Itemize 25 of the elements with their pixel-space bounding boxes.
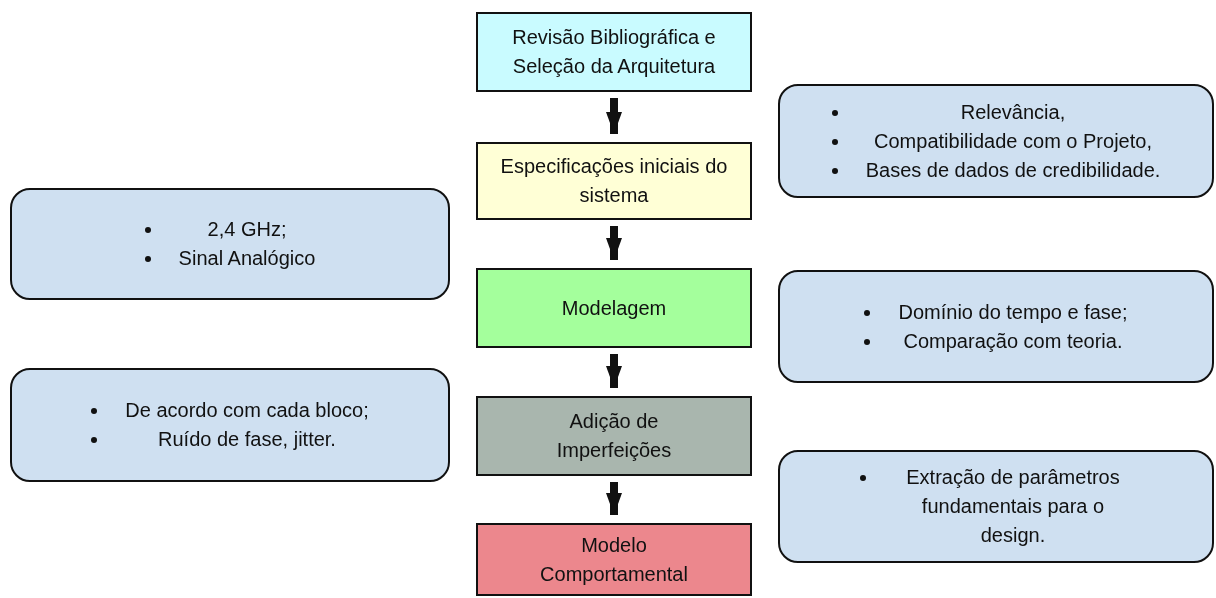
process-box: [476, 396, 752, 476]
step-label: Modelagem: [561, 295, 667, 321]
bullet-text: Domínio do tempo e fase;: [898, 300, 1128, 323]
note-box: [778, 84, 1214, 198]
note-box: [10, 188, 450, 300]
note-box: [10, 368, 450, 482]
step-label: Especificações iniciais do sistema: [500, 154, 728, 208]
bullet-text: 2,4 GHz;: [207, 218, 287, 240]
step-label: Revisão Bibliográfica e Seleção da Arquitetura: [511, 25, 717, 79]
bullet-text: Bases de dados de credibilidade.: [865, 158, 1161, 181]
step-label: Modelo Comportamental: [539, 532, 689, 587]
note-box: [778, 270, 1214, 383]
bullet-text: Relevância,: [960, 100, 1066, 123]
bullet-text: Sinal Analógico: [178, 247, 316, 269]
bullet-text: De acordo com cada bloco;: [125, 399, 369, 421]
note-box: [778, 450, 1214, 563]
bullet-text: Extração de parâmetros fundamentais para o design.: [906, 466, 1120, 546]
process-box: [476, 12, 752, 92]
process-box: [476, 142, 752, 220]
step-label: Adição de Imperfeições: [555, 409, 673, 463]
bullet-text: Compatibilidade com o Projeto,: [874, 129, 1152, 152]
process-box: [476, 268, 752, 348]
bullet-text: Comparação com teoria.: [903, 329, 1123, 352]
bullet-text: Ruído de fase, jitter.: [158, 428, 336, 450]
process-box: [476, 523, 752, 596]
